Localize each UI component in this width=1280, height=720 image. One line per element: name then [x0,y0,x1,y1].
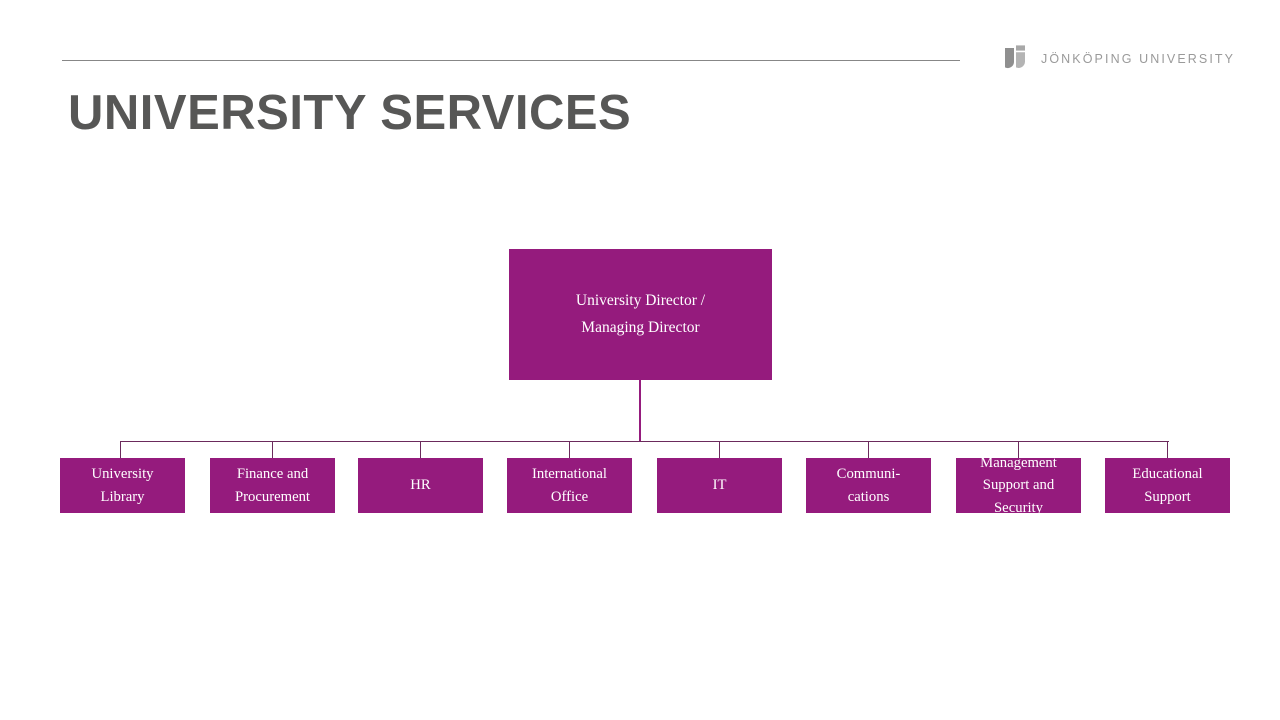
org-node-it[interactable]: IT [657,458,782,513]
org-node-root[interactable]: University Director / Managing Director [509,249,772,380]
org-node-university-library[interactable]: University Library [60,458,185,513]
header-divider [62,60,960,61]
org-node-label: HR [410,477,431,494]
connector-bus [120,441,1169,443]
org-node-hr[interactable]: HR [358,458,483,513]
org-node-international-office[interactable]: International Office [507,458,632,513]
org-node-label: Management Support and Security [980,454,1057,516]
connector-stub [1167,441,1169,458]
connector-stub [868,441,870,458]
connector-trunk [639,380,641,442]
org-node-finance-and-procurement[interactable]: Finance and Procurement [210,458,335,513]
org-node-label: Finance and Procurement [234,466,311,505]
connector-stub [272,441,274,458]
connector-stub [420,441,422,458]
org-node-label: Communi- cations [836,466,901,505]
page-title: UNIVERSITY SERVICES [68,86,632,140]
jonkoping-university-j-mark [1003,44,1029,74]
brand-wordmark: JÖNKÖPING UNIVERSITY [1041,52,1236,66]
brand-logo: JÖNKÖPING UNIVERSITY [1003,44,1235,74]
connector-stub [569,441,571,458]
org-node-label: International Office [531,466,608,505]
org-node-management-support-and-security[interactable]: Management Support and Security [956,455,1081,516]
org-node-label: University Library [91,466,154,505]
org-node-communications[interactable]: Communi- cations [806,458,931,513]
org-node-educational-support[interactable]: Educational Support [1105,458,1230,513]
connector-stub [120,441,122,458]
connector-stub [719,441,721,458]
connector-stub [1018,441,1020,458]
org-node-label: Educational Support [1132,466,1203,505]
org-node-root-label: University Director / Managing Director [575,292,706,336]
org-node-label: IT [712,477,727,494]
